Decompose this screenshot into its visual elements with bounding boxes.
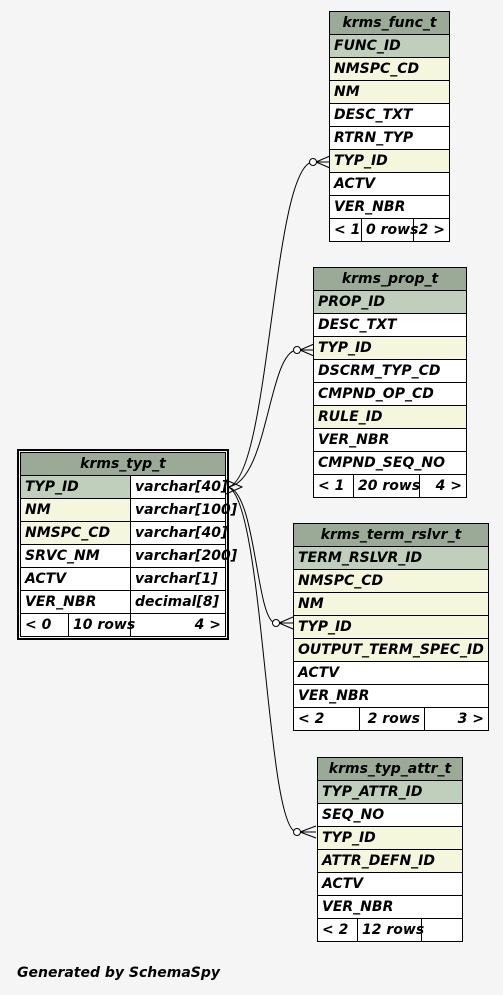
footer-parents[interactable]: < 2 bbox=[293, 707, 360, 731]
column-type: varchar[1] bbox=[129, 567, 227, 591]
table-title: krms_prop_t bbox=[312, 267, 468, 291]
footer-rows: 10 rows bbox=[68, 613, 135, 637]
table-krms-prop-t[interactable]: krms_prop_t PROP_ID DESC_TXT TYP_ID DSCR… bbox=[312, 267, 468, 498]
table-title: krms_typ_t bbox=[19, 452, 227, 476]
column-srvc-nm[interactable]: SRVC_NM bbox=[20, 544, 131, 568]
column-actv[interactable]: ACTV bbox=[328, 172, 451, 196]
footer-rows: 2 rows bbox=[359, 707, 425, 731]
column-nm[interactable]: NM bbox=[328, 80, 451, 104]
column-typ-id[interactable]: TYP_ID bbox=[328, 149, 451, 173]
table-title: krms_typ_attr_t bbox=[316, 757, 464, 781]
column-type: varchar[40] bbox=[129, 521, 227, 545]
column-term-rslvr-id[interactable]: TERM_RSLVR_ID bbox=[293, 546, 489, 570]
footer-children bbox=[420, 918, 464, 942]
footer-parents[interactable]: < 1 bbox=[313, 474, 354, 498]
table-krms-typ-attr-t[interactable]: krms_typ_attr_t TYP_ATTR_ID SEQ_NO TYP_I… bbox=[316, 757, 464, 942]
column-actv[interactable]: ACTV bbox=[316, 872, 464, 896]
relation-line-rslvr bbox=[227, 486, 276, 624]
column-desc-txt[interactable]: DESC_TXT bbox=[312, 313, 468, 337]
column-rule-id[interactable]: RULE_ID bbox=[312, 405, 468, 429]
column-rtrn-typ[interactable]: RTRN_TYP bbox=[328, 126, 451, 150]
column-nmspc-cd[interactable]: NMSPC_CD bbox=[20, 521, 131, 545]
column-cmpnd-op-cd[interactable]: CMPND_OP_CD bbox=[312, 382, 468, 406]
column-desc-txt[interactable]: DESC_TXT bbox=[328, 103, 451, 127]
column-type: decimal[8] bbox=[129, 590, 227, 614]
column-ver-nbr[interactable]: VER_NBR bbox=[316, 895, 464, 919]
column-ver-nbr[interactable]: VER_NBR bbox=[328, 195, 451, 219]
column-seq-no[interactable]: SEQ_NO bbox=[316, 803, 464, 827]
column-prop-id[interactable]: PROP_ID bbox=[312, 290, 468, 314]
column-cmpnd-seq-no[interactable]: CMPND_SEQ_NO bbox=[312, 451, 468, 475]
column-ver-nbr[interactable]: VER_NBR bbox=[20, 590, 131, 614]
relation-line-prop bbox=[227, 349, 297, 488]
footer-parents[interactable]: < 2 bbox=[317, 918, 358, 942]
column-type: varchar[40] bbox=[129, 475, 227, 499]
table-title: krms_term_rslvr_t bbox=[293, 523, 489, 547]
footer-children[interactable]: 4 > bbox=[418, 474, 468, 498]
column-typ-id[interactable]: TYP_ID bbox=[312, 336, 468, 360]
column-type: varchar[200] bbox=[129, 544, 237, 568]
generated-by-footer: Generated by SchemaSpy bbox=[17, 965, 221, 981]
column-ver-nbr[interactable]: VER_NBR bbox=[312, 428, 468, 452]
footer-children[interactable]: 3 > bbox=[424, 707, 489, 731]
footer-children[interactable]: 2 > bbox=[412, 218, 451, 242]
column-nm[interactable]: NM bbox=[20, 498, 131, 522]
relation-line-attr bbox=[227, 486, 297, 833]
footer-rows: 20 rows bbox=[353, 474, 420, 498]
column-nmspc-cd[interactable]: NMSPC_CD bbox=[293, 569, 489, 593]
column-typ-id[interactable]: TYP_ID bbox=[20, 475, 131, 499]
column-ver-nbr[interactable]: VER_NBR bbox=[293, 684, 489, 708]
column-typ-attr-id[interactable]: TYP_ATTR_ID bbox=[316, 780, 464, 804]
column-actv[interactable]: ACTV bbox=[20, 567, 131, 591]
table-krms-term-rslvr-t[interactable]: krms_term_rslvr_t TERM_RSLVR_ID NMSPC_CD… bbox=[293, 523, 489, 731]
column-attr-defn-id[interactable]: ATTR_DEFN_ID bbox=[316, 849, 464, 873]
column-func-id[interactable]: FUNC_ID bbox=[328, 34, 451, 58]
footer-parents[interactable]: < 0 bbox=[20, 613, 69, 637]
column-actv[interactable]: ACTV bbox=[293, 661, 489, 685]
column-nm[interactable]: NM bbox=[293, 592, 489, 616]
table-krms-func-t[interactable]: krms_func_t FUNC_ID NMSPC_CD NM DESC_TXT… bbox=[328, 11, 451, 242]
column-nmspc-cd[interactable]: NMSPC_CD bbox=[328, 57, 451, 81]
column-typ-id[interactable]: TYP_ID bbox=[293, 615, 489, 639]
footer-parents[interactable]: < 1 bbox=[329, 218, 362, 242]
column-output-term-spec-id[interactable]: OUTPUT_TERM_SPEC_ID bbox=[293, 638, 489, 662]
footer-rows: 12 rows bbox=[357, 918, 424, 942]
column-typ-id[interactable]: TYP_ID bbox=[316, 826, 464, 850]
column-type: varchar[100] bbox=[129, 498, 237, 522]
footer-children[interactable]: 4 > bbox=[129, 613, 227, 637]
relation-line-func bbox=[227, 161, 313, 488]
footer-rows: 0 rows bbox=[361, 218, 418, 242]
table-title: krms_func_t bbox=[328, 11, 451, 35]
table-krms-typ-t[interactable]: krms_typ_t TYP_ID varchar[40] NM varchar… bbox=[16, 449, 237, 640]
column-dscrm-typ-cd[interactable]: DSCRM_TYP_CD bbox=[312, 359, 468, 383]
